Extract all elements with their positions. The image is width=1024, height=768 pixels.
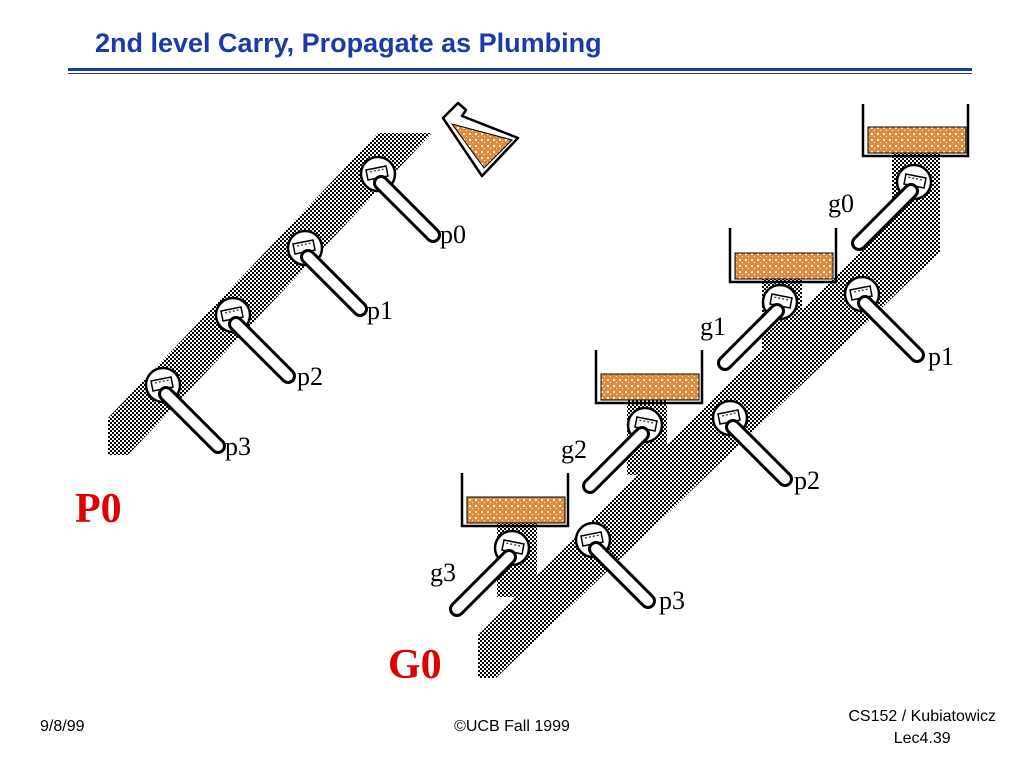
slide-title: 2nd level Carry, Propagate as Plumbing: [95, 28, 602, 58]
p-valve-label: p3: [225, 432, 251, 461]
bucket-icon: [861, 104, 970, 158]
g-group-label: G0: [388, 642, 442, 688]
bucket-icon: [594, 350, 704, 405]
footer-lecture: Lec4.39: [893, 730, 951, 747]
g-prop-label: p2: [794, 466, 820, 495]
footer-copyright: ©UCB Fall 1999: [454, 718, 570, 735]
p-group-label: P0: [75, 486, 122, 532]
flask-icon: [441, 101, 520, 178]
footer-date: 9/8/99: [40, 718, 85, 735]
p-network: p0 p1 p2 p3 P0: [75, 101, 520, 532]
g-prop-label: p1: [928, 342, 954, 371]
g-valve-label: g1: [700, 312, 726, 341]
g-network: g0 g1 g2 g3 p1 p2 p3 G0: [388, 104, 970, 688]
footer-course-name: CS152 / Kubiatowicz: [848, 708, 996, 725]
g-prop-label: p3: [659, 586, 685, 615]
p-pipe: [108, 133, 432, 455]
g-valve-label: g3: [430, 558, 456, 587]
title-underline: [68, 68, 972, 71]
p-valve-label: p0: [440, 220, 466, 249]
p-valve-label: p1: [367, 296, 393, 325]
p-valve-label: p2: [297, 362, 323, 391]
title-underline-thin: [68, 73, 972, 74]
bucket-icon: [460, 473, 570, 528]
bucket-icon: [728, 228, 838, 284]
g-valve-label: g2: [561, 435, 587, 464]
g-valve-label: g0: [828, 189, 854, 218]
footer-course: CS152 / Kubiatowicz Lec4.39: [848, 706, 996, 750]
